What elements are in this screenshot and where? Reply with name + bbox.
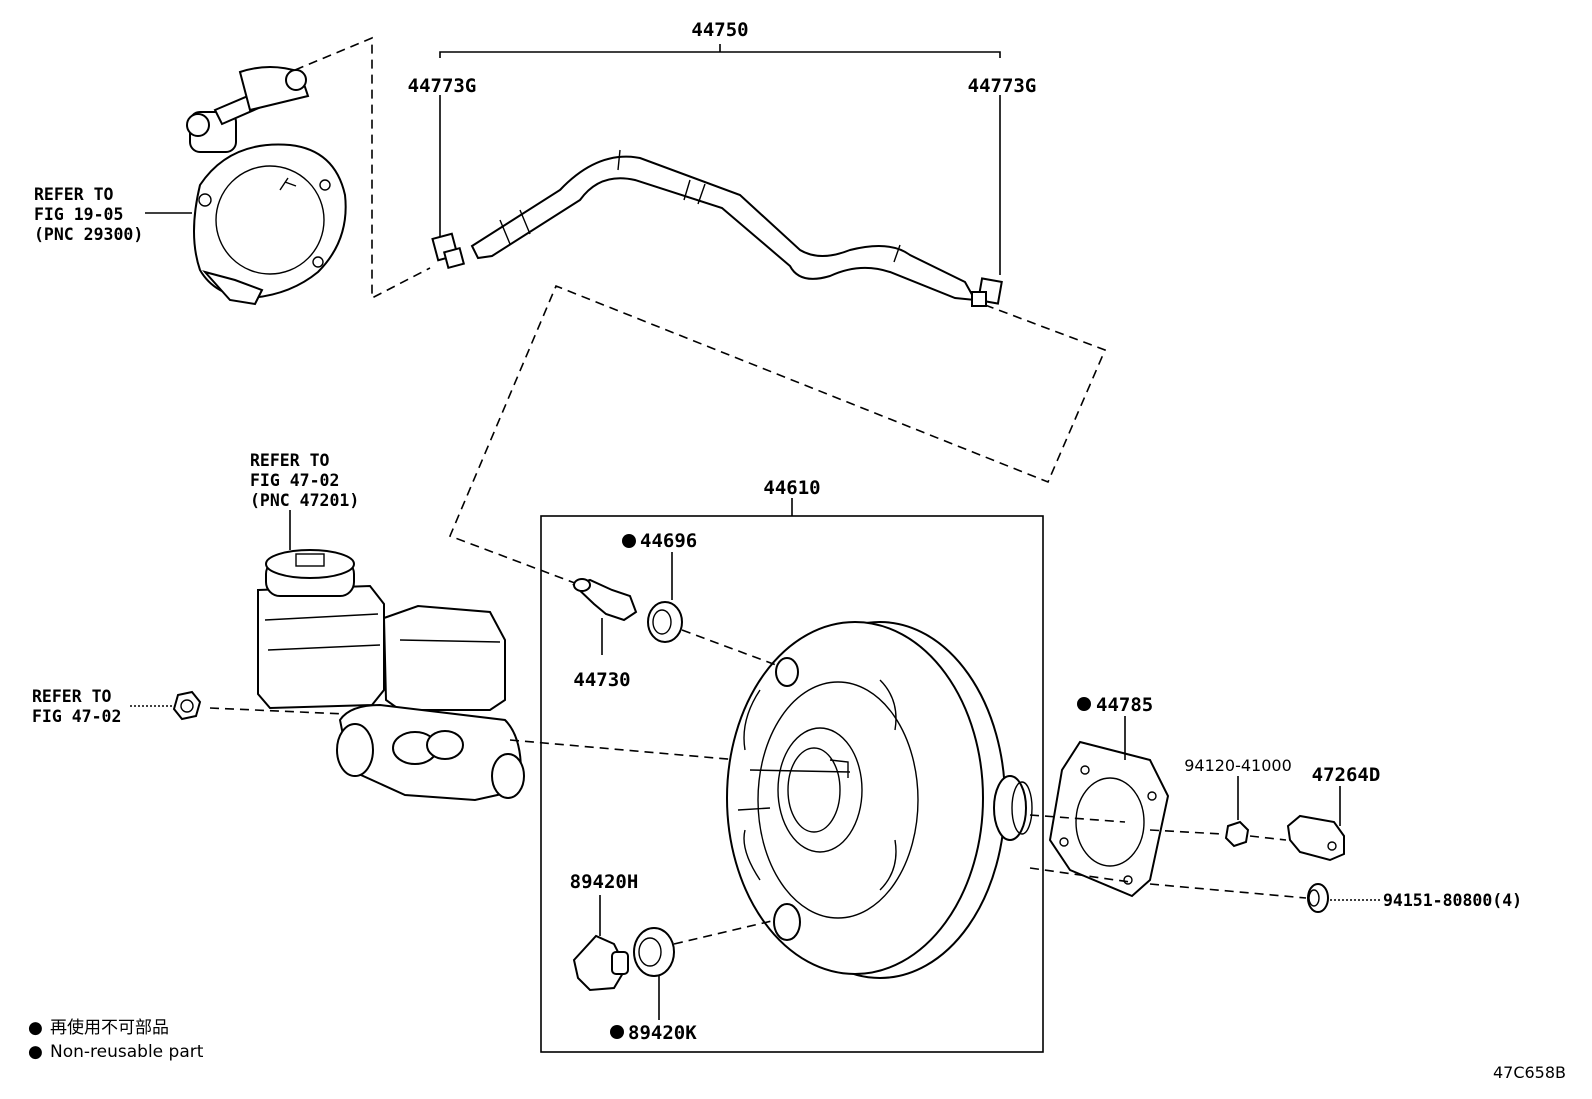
ref-master-cylinder: REFER TO FIG 47-02 (PNC 47201) xyxy=(250,451,359,510)
legend-japanese: 再使用不可部品 xyxy=(50,1017,169,1038)
label-bolt: 94151-80800(4) xyxy=(1383,891,1522,910)
vacuum-pump-icon xyxy=(186,66,347,306)
legend-bullet-1: ● xyxy=(28,1018,43,1038)
sensor-icon xyxy=(572,934,629,992)
ref-vacuum-pump: REFER TO FIG 19-05 (PNC 29300) xyxy=(34,185,143,244)
check-valve-icon xyxy=(572,578,638,622)
grommet-lower-icon xyxy=(633,927,675,977)
svg-text:REFER TO: REFER TO xyxy=(34,185,114,204)
label-bracket: 47264D xyxy=(1312,764,1381,786)
ref-nut-left: REFER TO FIG 47-02 xyxy=(32,687,121,726)
svg-text:FIG 47-02: FIG 47-02 xyxy=(250,471,339,490)
label-check-valve: 44730 xyxy=(573,669,630,691)
clamp-right-icon xyxy=(971,277,1003,307)
label-grommet-lower: 89420K xyxy=(628,1022,697,1044)
label-tube-assembly: 44750 xyxy=(691,19,748,41)
bracket-icon xyxy=(1286,814,1345,862)
legend: ● 再使用不可部品 ● Non-reusable part xyxy=(28,1017,204,1062)
svg-text:REFER TO: REFER TO xyxy=(32,687,112,706)
nut-icon xyxy=(1224,820,1250,848)
clamp-left-icon xyxy=(431,232,466,270)
label-sensor: 89420H xyxy=(570,871,639,893)
svg-text:(PNC 47201): (PNC 47201) xyxy=(250,491,359,510)
master-cylinder-icon xyxy=(257,549,525,802)
svg-text:FIG 47-02: FIG 47-02 xyxy=(32,707,121,726)
label-gasket: 44785 xyxy=(1096,694,1153,716)
nut-left-icon xyxy=(172,690,202,721)
vacuum-hose xyxy=(470,155,977,302)
svg-text:REFER TO: REFER TO xyxy=(250,451,330,470)
svg-text:(PNC 29300): (PNC 29300) xyxy=(34,225,143,244)
figure-code: 47C658B xyxy=(1493,1063,1566,1082)
tube-assembly-group: 44750 44773G 44773G xyxy=(408,19,1037,307)
label-booster-assembly: 44610 xyxy=(763,477,820,499)
label-clamp-left: 44773G xyxy=(408,75,477,97)
brake-booster-icon xyxy=(726,621,1033,979)
gasket-icon xyxy=(1048,740,1170,898)
svg-text:FIG 19-05: FIG 19-05 xyxy=(34,205,123,224)
legend-english: Non-reusable part xyxy=(50,1042,204,1062)
label-clamp-right: 44773G xyxy=(968,75,1037,97)
label-nut: 94120-41000 xyxy=(1184,756,1292,775)
legend-bullet-2: ● xyxy=(28,1042,43,1062)
label-grommet-upper: 44696 xyxy=(640,530,697,552)
bolt-icon xyxy=(1307,883,1329,913)
grommet-upper-icon xyxy=(647,601,683,643)
